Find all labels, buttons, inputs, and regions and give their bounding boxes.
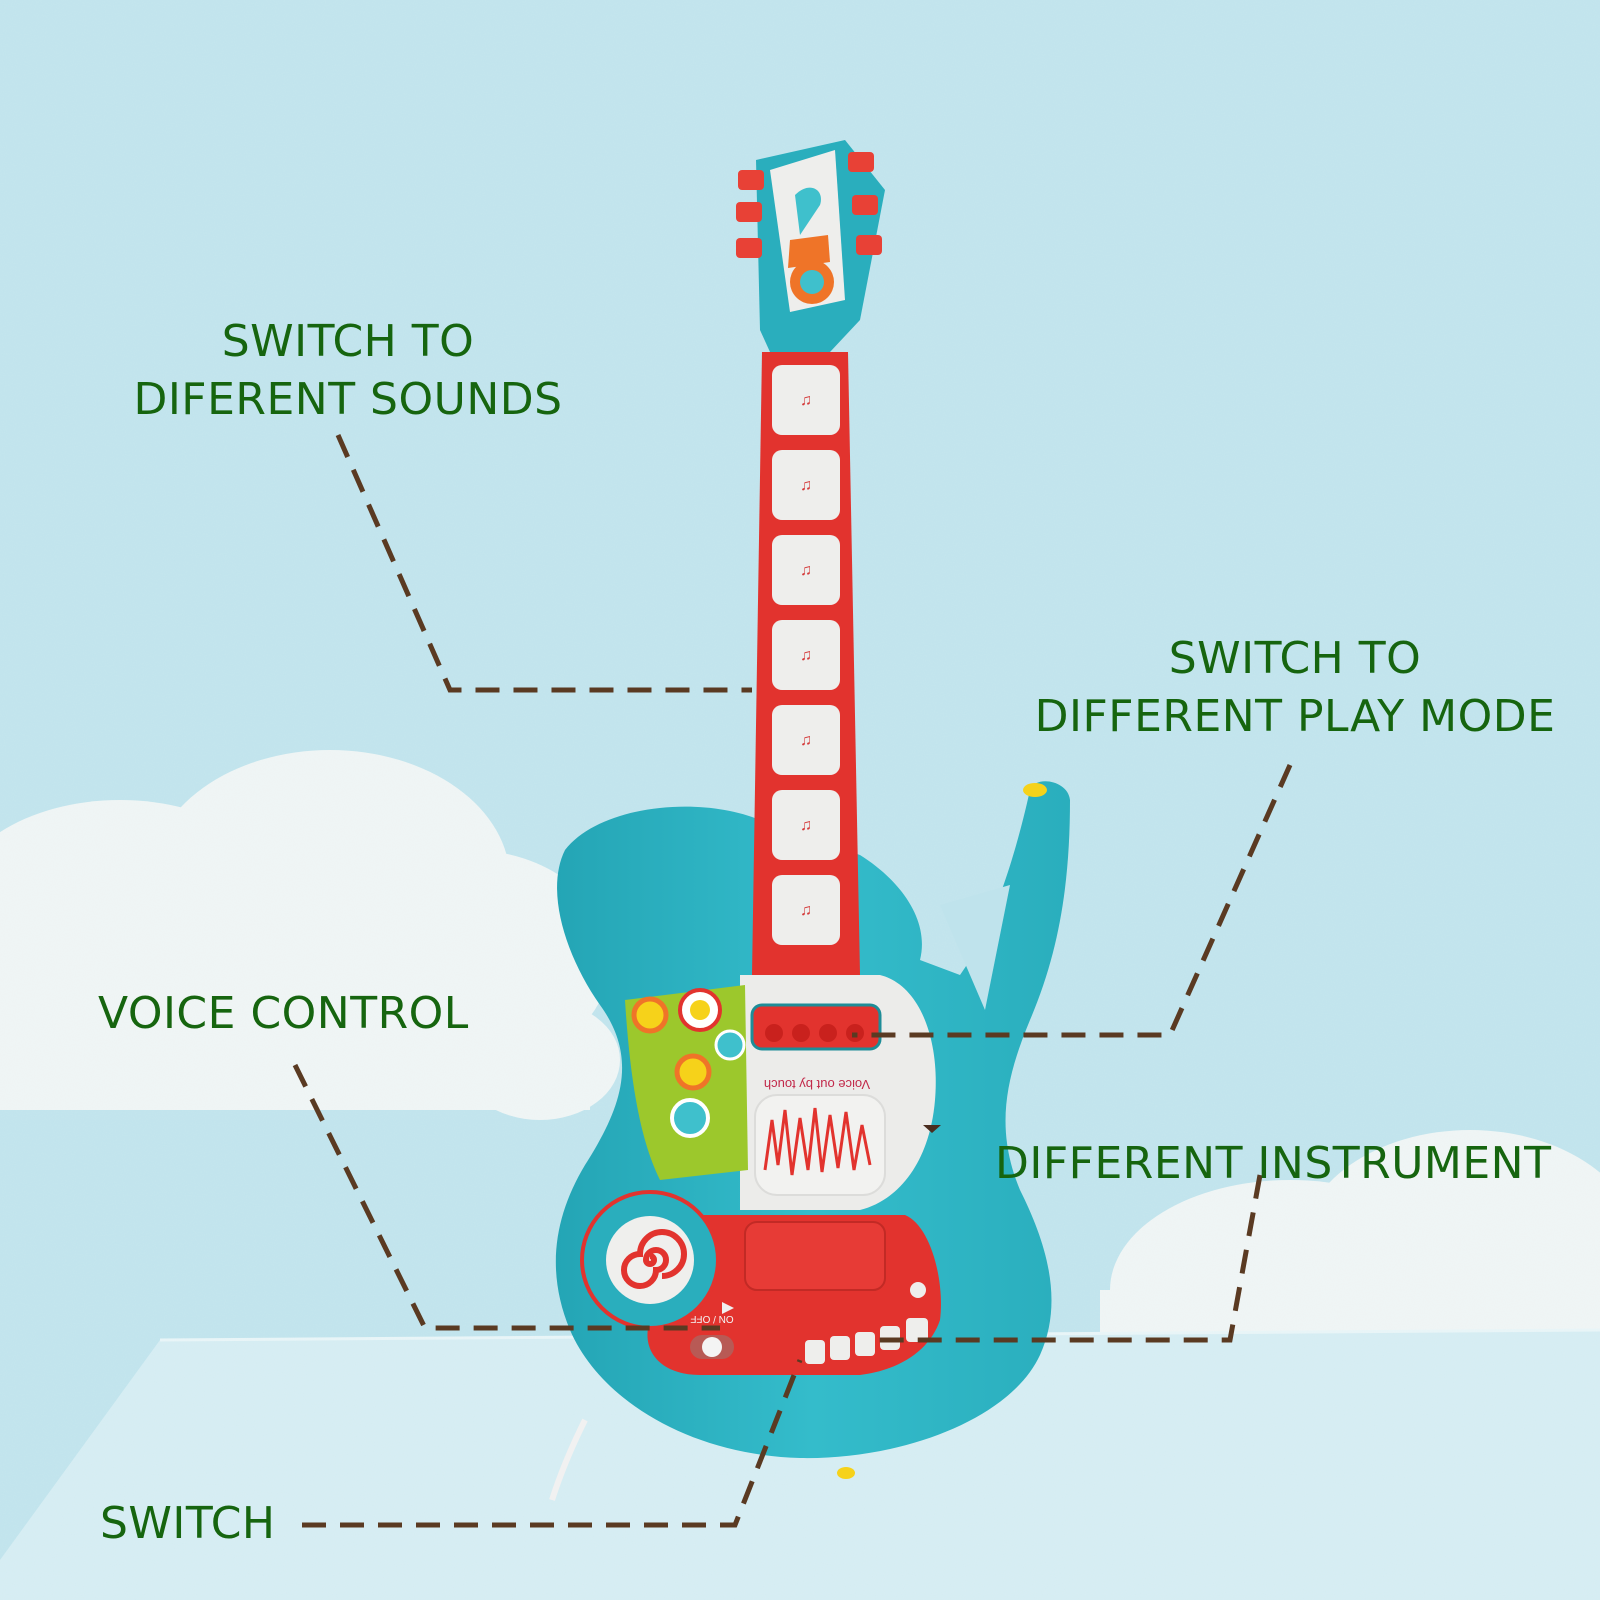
- svg-text:♫: ♫: [800, 817, 812, 834]
- svg-text:♫: ♫: [800, 392, 812, 409]
- instrument-key-5[interactable]: [906, 1318, 928, 1342]
- callout-line: SWITCH: [100, 1498, 276, 1549]
- leader-instrument: [870, 1174, 1263, 1343]
- tuning-pegs: [736, 152, 882, 258]
- callout-switch-play-mode: SWITCH TO DIFFERENT PLAY MODE: [1030, 630, 1560, 746]
- power-switch[interactable]: [690, 1335, 734, 1359]
- demo-button[interactable]: [910, 1282, 926, 1298]
- fret-key-2[interactable]: ♫: [772, 450, 840, 520]
- mode-button-2[interactable]: [792, 1024, 810, 1042]
- swirl-icon: [621, 1229, 687, 1289]
- svg-text:♫: ♫: [800, 647, 812, 664]
- leader-sounds: [335, 433, 752, 693]
- toy-guitar: ♫ ♫ ♫ ♫ ♫ ♫ ♫ Voice out: [549, 140, 1070, 1501]
- foot-yellow: [837, 1467, 855, 1479]
- fret-key-7[interactable]: ♫: [772, 875, 840, 945]
- callout-switch-sounds: SWITCH TO DIFERENT SOUNDS: [128, 313, 568, 429]
- svg-text:♫: ♫: [800, 902, 812, 919]
- instrument-key-1[interactable]: [805, 1340, 825, 1364]
- callout-line: SWITCH TO: [1168, 633, 1422, 684]
- leader-switch: [302, 1359, 803, 1528]
- instrument-key-3[interactable]: [855, 1332, 875, 1356]
- fret-key-5[interactable]: ♫: [772, 705, 840, 775]
- voice-control-dial[interactable]: [580, 1190, 720, 1330]
- fret-key-1[interactable]: ♫: [772, 365, 840, 435]
- fret-key-4[interactable]: ♫: [772, 620, 840, 690]
- callout-line: VOICE CONTROL: [98, 988, 469, 1039]
- instrument-key-2[interactable]: [830, 1336, 850, 1360]
- callout-line: DIFFERENT PLAY MODE: [1034, 691, 1556, 742]
- callout-line: DIFERENT SOUNDS: [133, 374, 563, 425]
- mode-switch-top[interactable]: [1023, 783, 1047, 797]
- leader-voice: [292, 1063, 720, 1331]
- mode-buttons: [750, 1003, 882, 1051]
- svg-text:♫: ♫: [800, 477, 812, 494]
- mode-button-1[interactable]: [765, 1024, 783, 1042]
- mode-button-3[interactable]: [819, 1024, 837, 1042]
- large-pad-button[interactable]: [744, 1221, 886, 1291]
- panel-caption: Voice out by touch: [764, 1077, 870, 1092]
- callout-different-instrument: DIFFERENT INSTRUMENT: [995, 1135, 1551, 1193]
- leader-play-mode: [852, 763, 1293, 1038]
- svg-text:♫: ♫: [800, 732, 812, 749]
- callout-line: DIFFERENT INSTRUMENT: [995, 1138, 1552, 1189]
- fret-key-3[interactable]: ♫: [772, 535, 840, 605]
- callout-line: SWITCH TO: [221, 316, 475, 367]
- voice-touch-pad[interactable]: [754, 1094, 886, 1196]
- leader-lines: [292, 433, 1293, 1528]
- svg-text:♫: ♫: [800, 562, 812, 579]
- power-label: ON / OFF: [690, 1313, 733, 1324]
- callout-switch: SWITCH: [100, 1495, 276, 1553]
- cable: [549, 1418, 588, 1501]
- callout-voice-control: VOICE CONTROL: [98, 985, 469, 1043]
- fret-key-6[interactable]: ♫: [772, 790, 840, 860]
- play-icon: [722, 1302, 734, 1314]
- volume-arrow-icon: [923, 1125, 941, 1133]
- fret-keys: ♫ ♫ ♫ ♫ ♫ ♫ ♫: [772, 365, 840, 945]
